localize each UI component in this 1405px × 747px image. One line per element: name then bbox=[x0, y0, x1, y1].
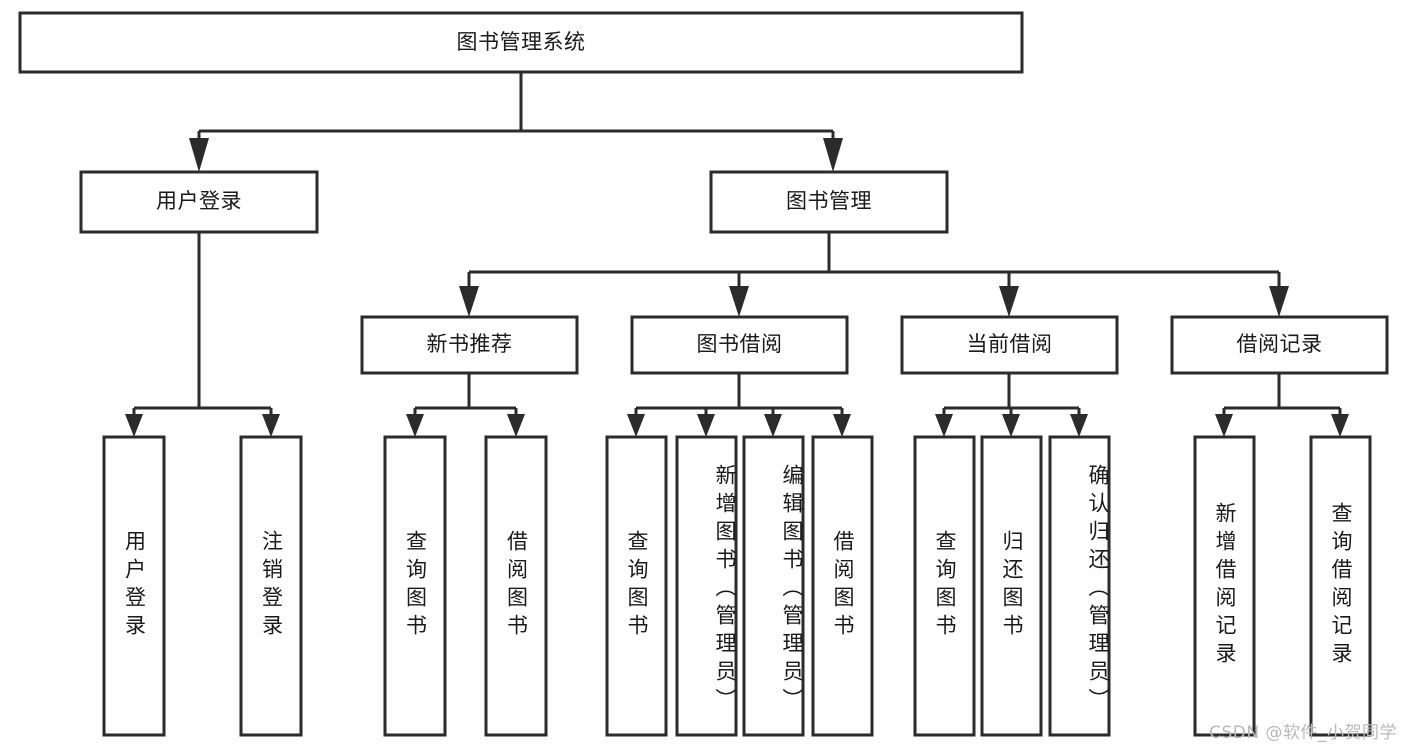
arrow-head-bookborrow-leaf-3 bbox=[764, 414, 782, 437]
node-box-leaf-query-book-1[interactable] bbox=[383, 435, 447, 737]
arrow-head-login bbox=[189, 138, 209, 172]
node-box-leaf-query-book-2[interactable] bbox=[605, 435, 668, 737]
node-box-leaf-logout[interactable] bbox=[239, 435, 303, 737]
arrow-head-bookmgmt bbox=[823, 138, 843, 172]
arrow-head-borrow-record bbox=[1269, 286, 1289, 317]
node-box-leaf-borrow-book-2[interactable] bbox=[811, 435, 874, 737]
arrow-head-book-borrow bbox=[729, 286, 749, 317]
arrow-head-bookborrow-leaf-4 bbox=[833, 414, 851, 437]
node-box-user-login[interactable] bbox=[79, 170, 319, 234]
arrow-head-new-book bbox=[459, 286, 479, 317]
arrow-head-newbook-leaf-2 bbox=[507, 414, 525, 437]
arrow-head-current-borrow bbox=[999, 286, 1019, 317]
arrow-head-logout-leaf bbox=[262, 414, 280, 437]
node-box-leaf-confirm-return[interactable] bbox=[1048, 435, 1111, 737]
node-box-leaf-edit-book[interactable] bbox=[742, 435, 805, 737]
arrow-head-bookborrow-leaf-2 bbox=[697, 414, 715, 437]
arrow-head-newbook-leaf-1 bbox=[406, 414, 424, 437]
node-box-new-book-recommend[interactable] bbox=[360, 315, 579, 375]
node-box-leaf-add-record[interactable] bbox=[1193, 435, 1256, 737]
arrow-head-currentborrow-leaf-3 bbox=[1070, 414, 1088, 437]
node-box-root[interactable] bbox=[18, 11, 1024, 74]
arrow-head-currentborrow-leaf-1 bbox=[935, 414, 953, 437]
arrow-head-borrowrecord-leaf-1 bbox=[1215, 414, 1233, 437]
arrow-head-bookborrow-leaf-1 bbox=[627, 414, 645, 437]
arrow-head-borrowrecord-leaf-2 bbox=[1331, 414, 1349, 437]
node-box-leaf-query-record[interactable] bbox=[1309, 435, 1372, 737]
node-box-leaf-query-book-3[interactable] bbox=[913, 435, 976, 737]
node-box-leaf-user-login[interactable] bbox=[102, 435, 166, 737]
watermark-text: CSDN @软件_小贺同学 bbox=[1209, 723, 1397, 743]
node-box-leaf-add-book[interactable] bbox=[675, 435, 738, 737]
node-box-current-borrow[interactable] bbox=[900, 315, 1119, 375]
arrow-head-currentborrow-leaf-2 bbox=[1002, 414, 1020, 437]
node-box-book-management[interactable] bbox=[709, 170, 949, 234]
node-box-book-borrow[interactable] bbox=[630, 315, 849, 375]
node-box-leaf-borrow-book-1[interactable] bbox=[484, 435, 548, 737]
node-box-borrow-record[interactable] bbox=[1170, 315, 1389, 375]
node-box-leaf-return-book[interactable] bbox=[980, 435, 1043, 737]
arrow-head-user-login-leaf bbox=[125, 414, 143, 437]
